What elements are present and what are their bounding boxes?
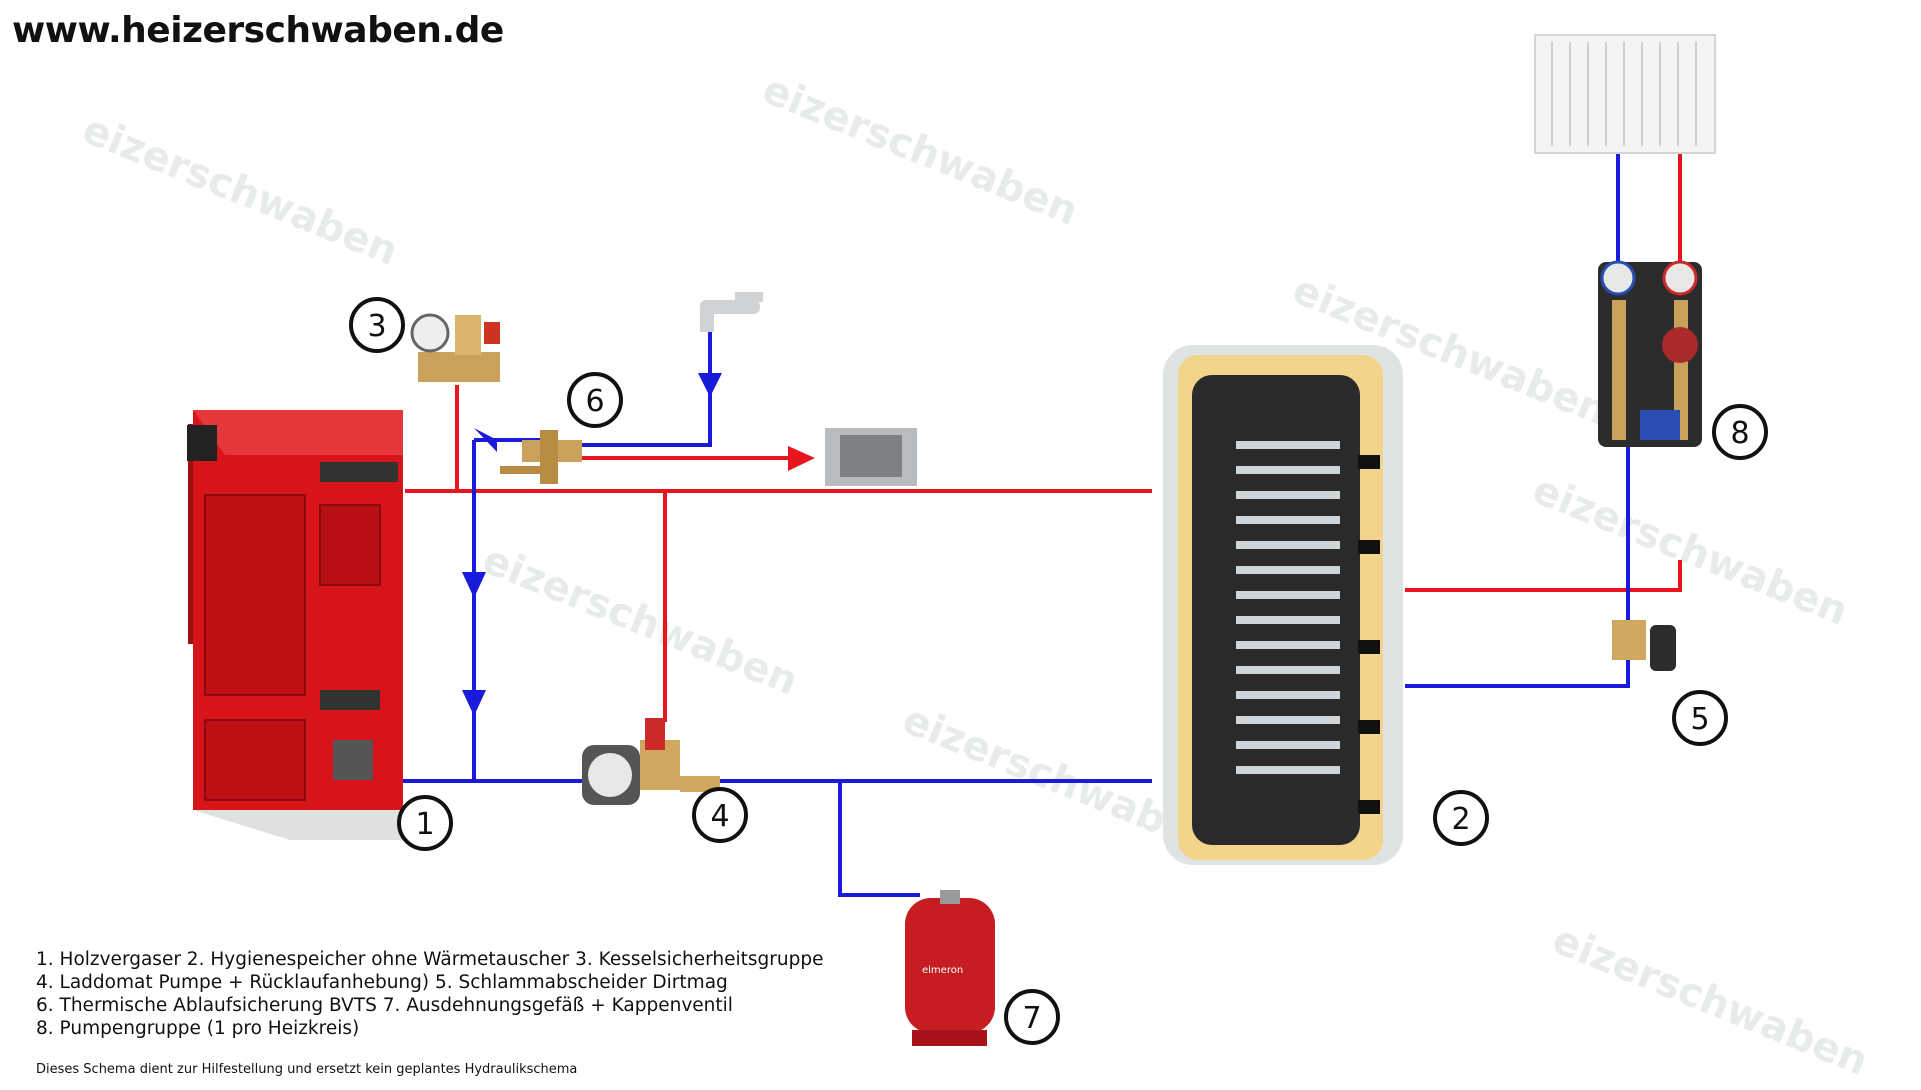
radiator [1534, 34, 1716, 154]
callout-1: 1 [397, 795, 453, 851]
callout-4: 4 [692, 787, 748, 843]
callout-4-number: 4 [710, 799, 729, 834]
disclaimer-text: Dieses Schema dient zur Hilfestellung un… [36, 1062, 578, 1077]
watermark-1: eizerschwaben [76, 107, 404, 275]
watermark-6: eizerschwaben [1546, 917, 1874, 1085]
callout-3: 3 [349, 297, 405, 353]
callout-1-number: 1 [415, 807, 434, 842]
dirt-separator [1612, 620, 1676, 671]
callout-5: 5 [1672, 690, 1728, 746]
callout-8: 8 [1712, 404, 1768, 460]
legend-line-3: 6. Thermische Ablaufsicherung BVTS 7. Au… [36, 995, 733, 1016]
expansion-vessel: elmeron [905, 890, 995, 1046]
laddomat-pump [582, 718, 720, 805]
legend-line-1: 1. Holzvergaser 2. Hygienespeicher ohne … [36, 949, 824, 970]
supply-pipes [405, 150, 1682, 722]
watermark-5: eizerschwaben [1526, 467, 1854, 635]
legend-line-2: 4. Laddomat Pumpe + Rücklaufanhebung) 5.… [36, 972, 728, 993]
flow-arrows [462, 373, 722, 716]
wood-gasifier-boiler [187, 410, 403, 840]
callout-6: 6 [567, 372, 623, 428]
pump-group [1598, 260, 1702, 447]
watermark-2: eizerschwaben [756, 67, 1084, 235]
legend-line-4: 8. Pumpengruppe (1 pro Heizkreis) [36, 1018, 360, 1039]
callout-7-number: 7 [1022, 1001, 1041, 1036]
callout-5-number: 5 [1690, 702, 1709, 737]
callout-2-number: 2 [1451, 802, 1470, 837]
thermal-discharge-valve [500, 430, 582, 484]
floor-drain-icon [825, 428, 917, 486]
callout-8-number: 8 [1730, 416, 1749, 451]
website-header: www.heizerschwaben.de [12, 10, 504, 51]
callout-7: 7 [1004, 989, 1060, 1045]
boiler-safety-group [410, 313, 500, 382]
callout-6-number: 6 [585, 384, 604, 419]
water-tap-icon [700, 292, 763, 332]
drain-arrow [788, 446, 815, 471]
callout-2: 2 [1433, 790, 1489, 846]
component-legend: 1. Holzvergaser 2. Hygienespeicher ohne … [36, 948, 823, 1040]
storage-tank [1163, 345, 1403, 865]
vessel-brand-label: elmeron [922, 965, 963, 976]
callout-3-number: 3 [367, 309, 386, 344]
watermark-4: eizerschwaben [476, 537, 804, 705]
